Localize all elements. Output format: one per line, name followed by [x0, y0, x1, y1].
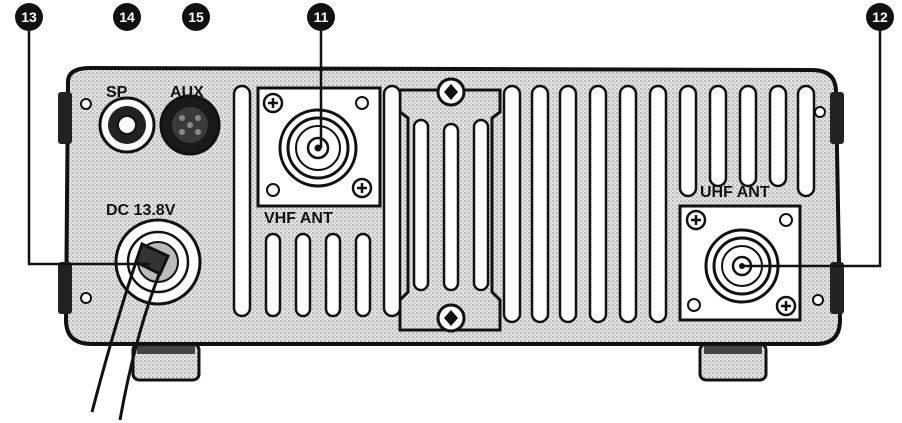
sp-label: SP [106, 84, 128, 101]
vent-slots-uhf [502, 84, 816, 324]
uhf-ant-connector[interactable] [678, 204, 802, 322]
svg-text:12: 12 [872, 9, 888, 25]
sp-jack[interactable] [98, 96, 156, 154]
svg-text:11: 11 [314, 9, 329, 25]
svg-text:14: 14 [119, 9, 135, 25]
callout-12: 12 [866, 3, 894, 31]
vent-slots-vhf [232, 84, 402, 318]
dc-label: DC 13.8V [106, 202, 176, 219]
callout-15: 15 [182, 3, 210, 31]
svg-text:13: 13 [21, 9, 37, 25]
aux-connector[interactable] [159, 94, 221, 156]
side-flange-right [812, 92, 844, 314]
aux-label: AUX [170, 84, 204, 101]
uhf-ant-label: UHF ANT [700, 184, 770, 201]
callout-14: 14 [113, 3, 141, 31]
side-flange-left [58, 92, 92, 314]
center-bracket [398, 77, 502, 333]
vent-slots-center [412, 118, 490, 292]
callout-11: 11 [307, 3, 335, 31]
rubber-foot-right [698, 342, 768, 382]
dc-power-cable [90, 241, 170, 421]
rubber-foot-left [131, 342, 201, 382]
callout-13: 13 [15, 3, 43, 31]
vhf-ant-label: VHF ANT [264, 210, 333, 227]
vhf-ant-connector[interactable] [256, 86, 382, 208]
callout-leader-lines [27, 28, 882, 268]
svg-text:15: 15 [188, 9, 204, 25]
